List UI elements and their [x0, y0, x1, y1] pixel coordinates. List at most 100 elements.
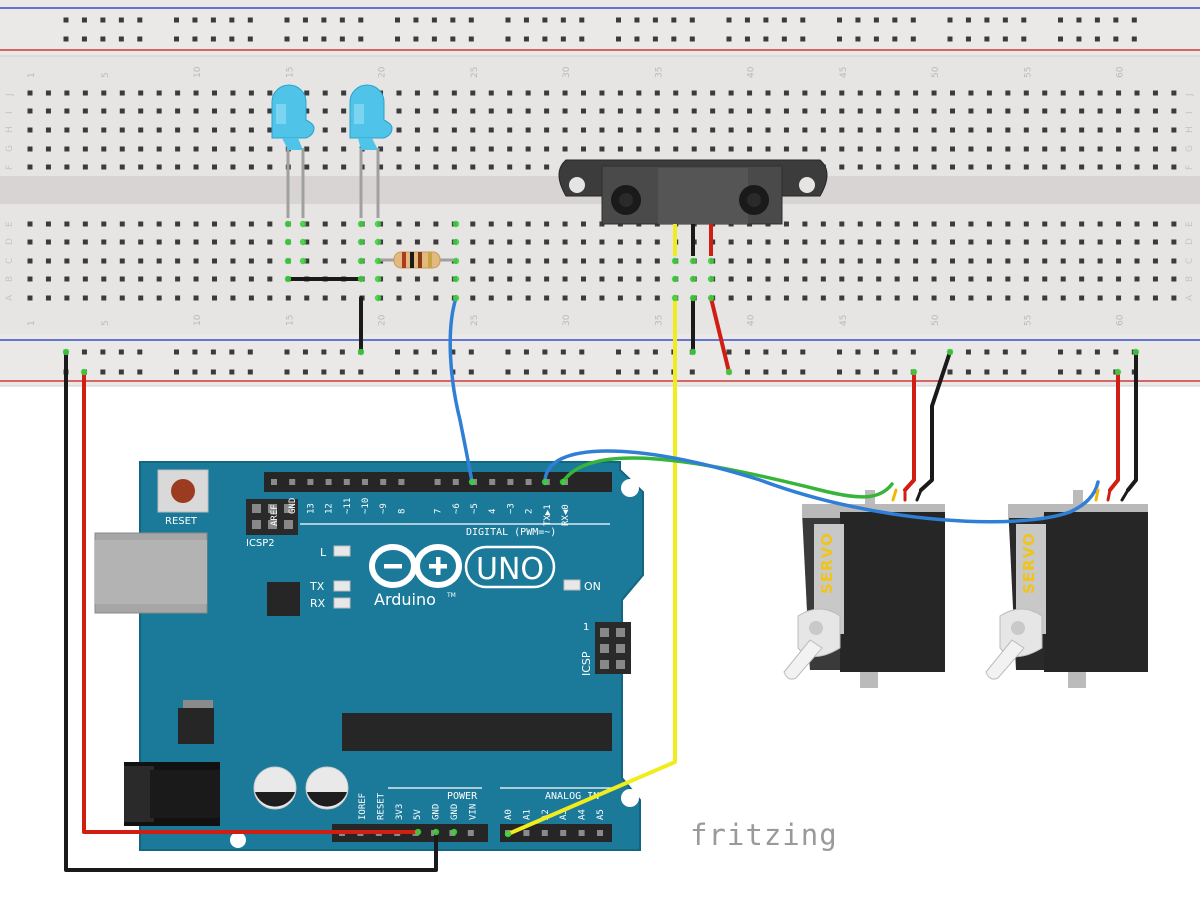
breadboard-hole	[820, 108, 826, 114]
breadboard-hole	[652, 349, 658, 355]
breadboard-hole	[64, 90, 70, 96]
breadboard-hole	[248, 221, 254, 227]
breadboard-hole	[156, 90, 162, 96]
breadboard-hole	[673, 90, 679, 96]
breadboard-hole	[119, 295, 125, 301]
breadboard-hole	[212, 90, 217, 96]
breadboard-hole	[673, 127, 679, 133]
breadboard-hole	[562, 108, 568, 114]
digital-pin-label: TX▶1	[543, 504, 553, 526]
breadboard-hole	[544, 90, 550, 96]
breadboard-hole	[636, 146, 642, 152]
digital-pin-label: ~3	[506, 503, 516, 514]
header-pin	[289, 479, 296, 485]
breadboard-hole	[212, 164, 217, 170]
breadboard-hole	[304, 295, 310, 301]
breadboard-hole	[728, 239, 734, 245]
breadboard-hole	[839, 164, 845, 170]
breadboard-hole	[1005, 146, 1011, 152]
breadboard-hole	[413, 36, 419, 42]
breadboard-hole	[1058, 369, 1063, 375]
breadboard-hole	[1171, 276, 1177, 282]
connection-point	[671, 257, 679, 265]
breadboard-hole	[654, 90, 660, 96]
breadboard-hole	[175, 108, 181, 114]
breadboard-hole	[304, 164, 310, 170]
breadboard-hole	[284, 349, 290, 355]
breadboard-hole	[525, 127, 531, 133]
digital-pin-label: 13	[306, 503, 316, 514]
breadboard-hole	[210, 36, 216, 42]
breadboard-hole	[747, 295, 753, 301]
breadboard-hole	[986, 295, 992, 301]
header-pin	[325, 479, 332, 485]
breadboard-hole	[284, 36, 290, 42]
servo-2-label: SERVO	[1020, 532, 1038, 594]
breadboard-hole	[525, 295, 531, 301]
breadboard-hole	[321, 17, 327, 23]
breadboard-hole	[562, 295, 568, 301]
breadboard-hole	[617, 239, 623, 245]
breadboard-hole	[765, 258, 771, 264]
connection-point	[432, 828, 440, 836]
breadboard-hole	[27, 90, 33, 96]
wire-5v-rail-to-arduino	[82, 370, 420, 834]
breadboard-hole	[1076, 369, 1082, 375]
breadboard-hole	[248, 90, 254, 96]
breadboard-hole	[138, 221, 144, 227]
breadboard-hole	[138, 127, 144, 133]
connection-point	[80, 368, 88, 376]
breadboard-hole	[119, 221, 125, 227]
breadboard-hole	[247, 369, 253, 375]
power-pin-label: GND	[432, 804, 442, 820]
breadboard-hole	[1097, 108, 1103, 114]
breadboard-hole	[470, 239, 476, 245]
breadboard-hole	[617, 108, 623, 114]
digital-pin-label: 2	[525, 509, 535, 514]
breadboard-hole	[986, 276, 992, 282]
breadboard-hole	[1079, 90, 1085, 96]
header-pin	[343, 479, 350, 485]
breadboard-hole	[1134, 295, 1140, 301]
breadboard-hole	[247, 36, 253, 42]
breadboard-hole	[267, 146, 273, 152]
breadboard-hole	[193, 146, 199, 152]
breadboard-hole	[1005, 127, 1011, 133]
icsp-header: 1 ICSP	[580, 622, 631, 676]
breadboard-hole	[267, 108, 273, 114]
breadboard-hole	[523, 369, 529, 375]
breadboard-hole	[304, 108, 310, 114]
breadboard-hole	[1152, 258, 1158, 264]
breadboard-hole	[562, 258, 568, 264]
breadboard-hole	[636, 258, 642, 264]
breadboard-hole	[248, 108, 254, 114]
breadboard-hole	[910, 36, 916, 42]
power-pin-label: 5V	[413, 809, 423, 820]
breadboard-hole	[212, 108, 217, 114]
breadboard-hole	[763, 36, 769, 42]
breadboard-hole	[488, 146, 494, 152]
breadboard-hole	[986, 239, 992, 245]
breadboard-hole	[193, 108, 199, 114]
breadboard-hole	[267, 221, 273, 227]
breadboard-hole	[800, 369, 806, 375]
breadboard-hole	[839, 258, 845, 264]
breadboard-hole	[470, 108, 476, 114]
breadboard-hole	[783, 146, 789, 152]
reset-label: RESET	[165, 516, 198, 527]
led-l	[333, 545, 351, 557]
breadboard-hole	[45, 221, 51, 227]
breadboard-hole	[986, 108, 992, 114]
breadboard-hole	[137, 349, 143, 355]
breadboard-hole	[322, 295, 328, 301]
connection-point	[299, 238, 307, 246]
breadboard-hole	[636, 239, 642, 245]
breadboard-hole	[857, 127, 863, 133]
breadboard-hole	[138, 239, 144, 245]
breadboard-hole	[431, 369, 437, 375]
connection-point	[374, 294, 382, 302]
digital-label: DIGITAL (PWM=~)	[466, 527, 556, 538]
breadboard-hole	[820, 295, 826, 301]
breadboard-hole	[1005, 295, 1011, 301]
connection-point	[284, 257, 292, 265]
